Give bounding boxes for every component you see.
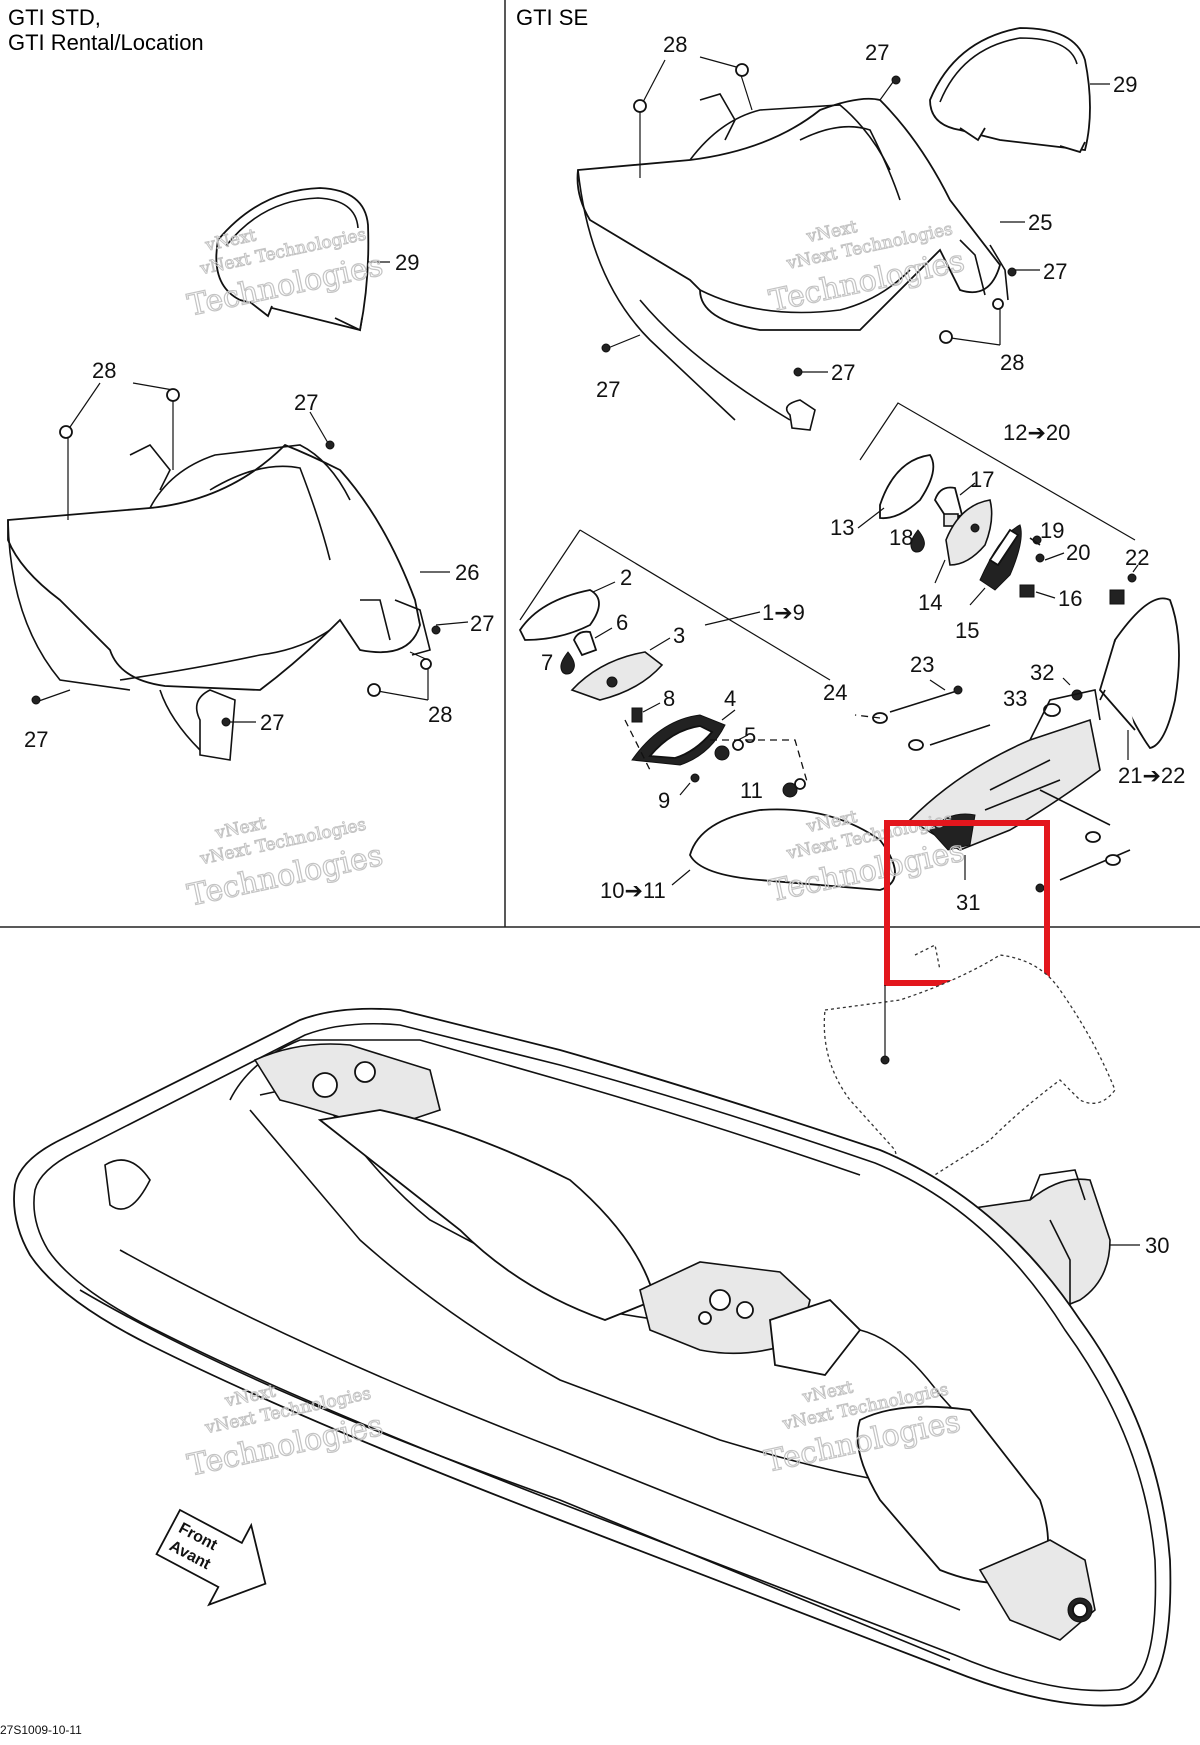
part-26-seat-body-std — [7, 443, 431, 761]
part-7-drop-icon — [560, 651, 575, 675]
label-8: 8 — [663, 686, 675, 711]
label-24: 24 — [823, 680, 847, 705]
watermark-left-mid: vNext vNext Technologies Technologies — [184, 813, 387, 914]
label-12-20: 12➔20 — [1003, 420, 1070, 445]
label-33: 33 — [1003, 686, 1027, 711]
label-21-22: 21➔22 — [1118, 763, 1185, 788]
label-6: 6 — [616, 610, 628, 635]
label-std-27-bottom: 27 — [260, 710, 284, 735]
part-22-clip — [1109, 573, 1137, 605]
part-bolts-right — [1035, 831, 1131, 893]
label-2: 2 — [620, 565, 632, 590]
label-se-27-mid: 27 — [831, 360, 855, 385]
part-25-seat-body-se — [576, 93, 1009, 431]
label-9: 9 — [658, 788, 670, 813]
part-21-mirror — [1098, 597, 1180, 749]
part-15-bracket — [979, 524, 1022, 591]
label-14: 14 — [918, 590, 942, 615]
part-16-clip — [1019, 584, 1035, 598]
section-title-gti-std: GTI STD, — [8, 5, 101, 30]
part-18-drop-icon — [910, 529, 925, 553]
part-19-screw — [1029, 535, 1042, 546]
part-20-nut — [1035, 553, 1045, 563]
part-3-plate — [570, 651, 664, 701]
part-13-lens — [879, 454, 935, 520]
label-20: 20 — [1066, 540, 1090, 565]
label-se-27-right: 27 — [1043, 259, 1067, 284]
label-std-27-right: 27 — [470, 611, 494, 636]
label-5: 5 — [744, 723, 756, 748]
label-std-27-top: 27 — [294, 390, 318, 415]
label-15: 15 — [955, 618, 979, 643]
label-19: 19 — [1040, 518, 1064, 543]
label-1-9: 1➔9 — [762, 600, 805, 625]
label-4: 4 — [724, 686, 736, 711]
footer-code: 27S1009-10-11 — [0, 1723, 82, 1737]
label-se-28-top: 28 — [663, 32, 687, 57]
label-10-11: 10➔11 — [600, 878, 666, 903]
part-4-housing — [631, 714, 726, 766]
label-13: 13 — [830, 515, 854, 540]
part-23-bolt — [889, 685, 991, 746]
label-se-27-top: 27 — [865, 40, 889, 65]
part-8-spring — [631, 707, 643, 723]
label-std-28-bottom: 28 — [428, 702, 452, 727]
ghost-seat-reference — [823, 944, 1116, 1179]
section-title-gti-rental: GTI Rental/Location — [8, 30, 204, 55]
section-title-gti-se: GTI SE — [516, 5, 588, 30]
label-se-27-left: 27 — [596, 377, 620, 402]
label-se-29: 29 — [1113, 72, 1137, 97]
part-5-nut — [714, 739, 744, 761]
label-3: 3 — [673, 623, 685, 648]
hull-body — [13, 1007, 1172, 1707]
part-14-housing — [945, 499, 993, 566]
label-7: 7 — [541, 650, 553, 675]
part-9-screw — [690, 773, 700, 783]
part-2-lens — [518, 589, 600, 641]
label-23: 23 — [910, 652, 934, 677]
label-se-28-right: 28 — [1000, 350, 1024, 375]
label-std-26: 26 — [455, 560, 479, 585]
label-32: 32 — [1030, 660, 1054, 685]
label-std-29: 29 — [395, 250, 419, 275]
part-24-washer — [872, 712, 924, 751]
front-direction-arrow: Front Avant — [155, 1508, 267, 1607]
part-33-washer — [1043, 703, 1061, 717]
label-22: 22 — [1125, 545, 1149, 570]
label-31: 31 — [956, 890, 980, 915]
part-29-seat-cushion-se — [929, 27, 1091, 154]
label-std-27-left: 27 — [24, 727, 48, 752]
label-se-25: 25 — [1028, 210, 1052, 235]
label-17: 17 — [970, 467, 994, 492]
part-29-seat-cushion-std — [215, 187, 370, 332]
label-18: 18 — [889, 525, 913, 550]
label-16: 16 — [1058, 586, 1082, 611]
part-10-cover — [689, 808, 896, 891]
label-30: 30 — [1145, 1233, 1169, 1258]
label-std-28: 28 — [92, 358, 116, 383]
label-11: 11 — [740, 778, 763, 803]
part-6-bulb — [573, 630, 598, 657]
part-11-nut — [782, 778, 806, 798]
